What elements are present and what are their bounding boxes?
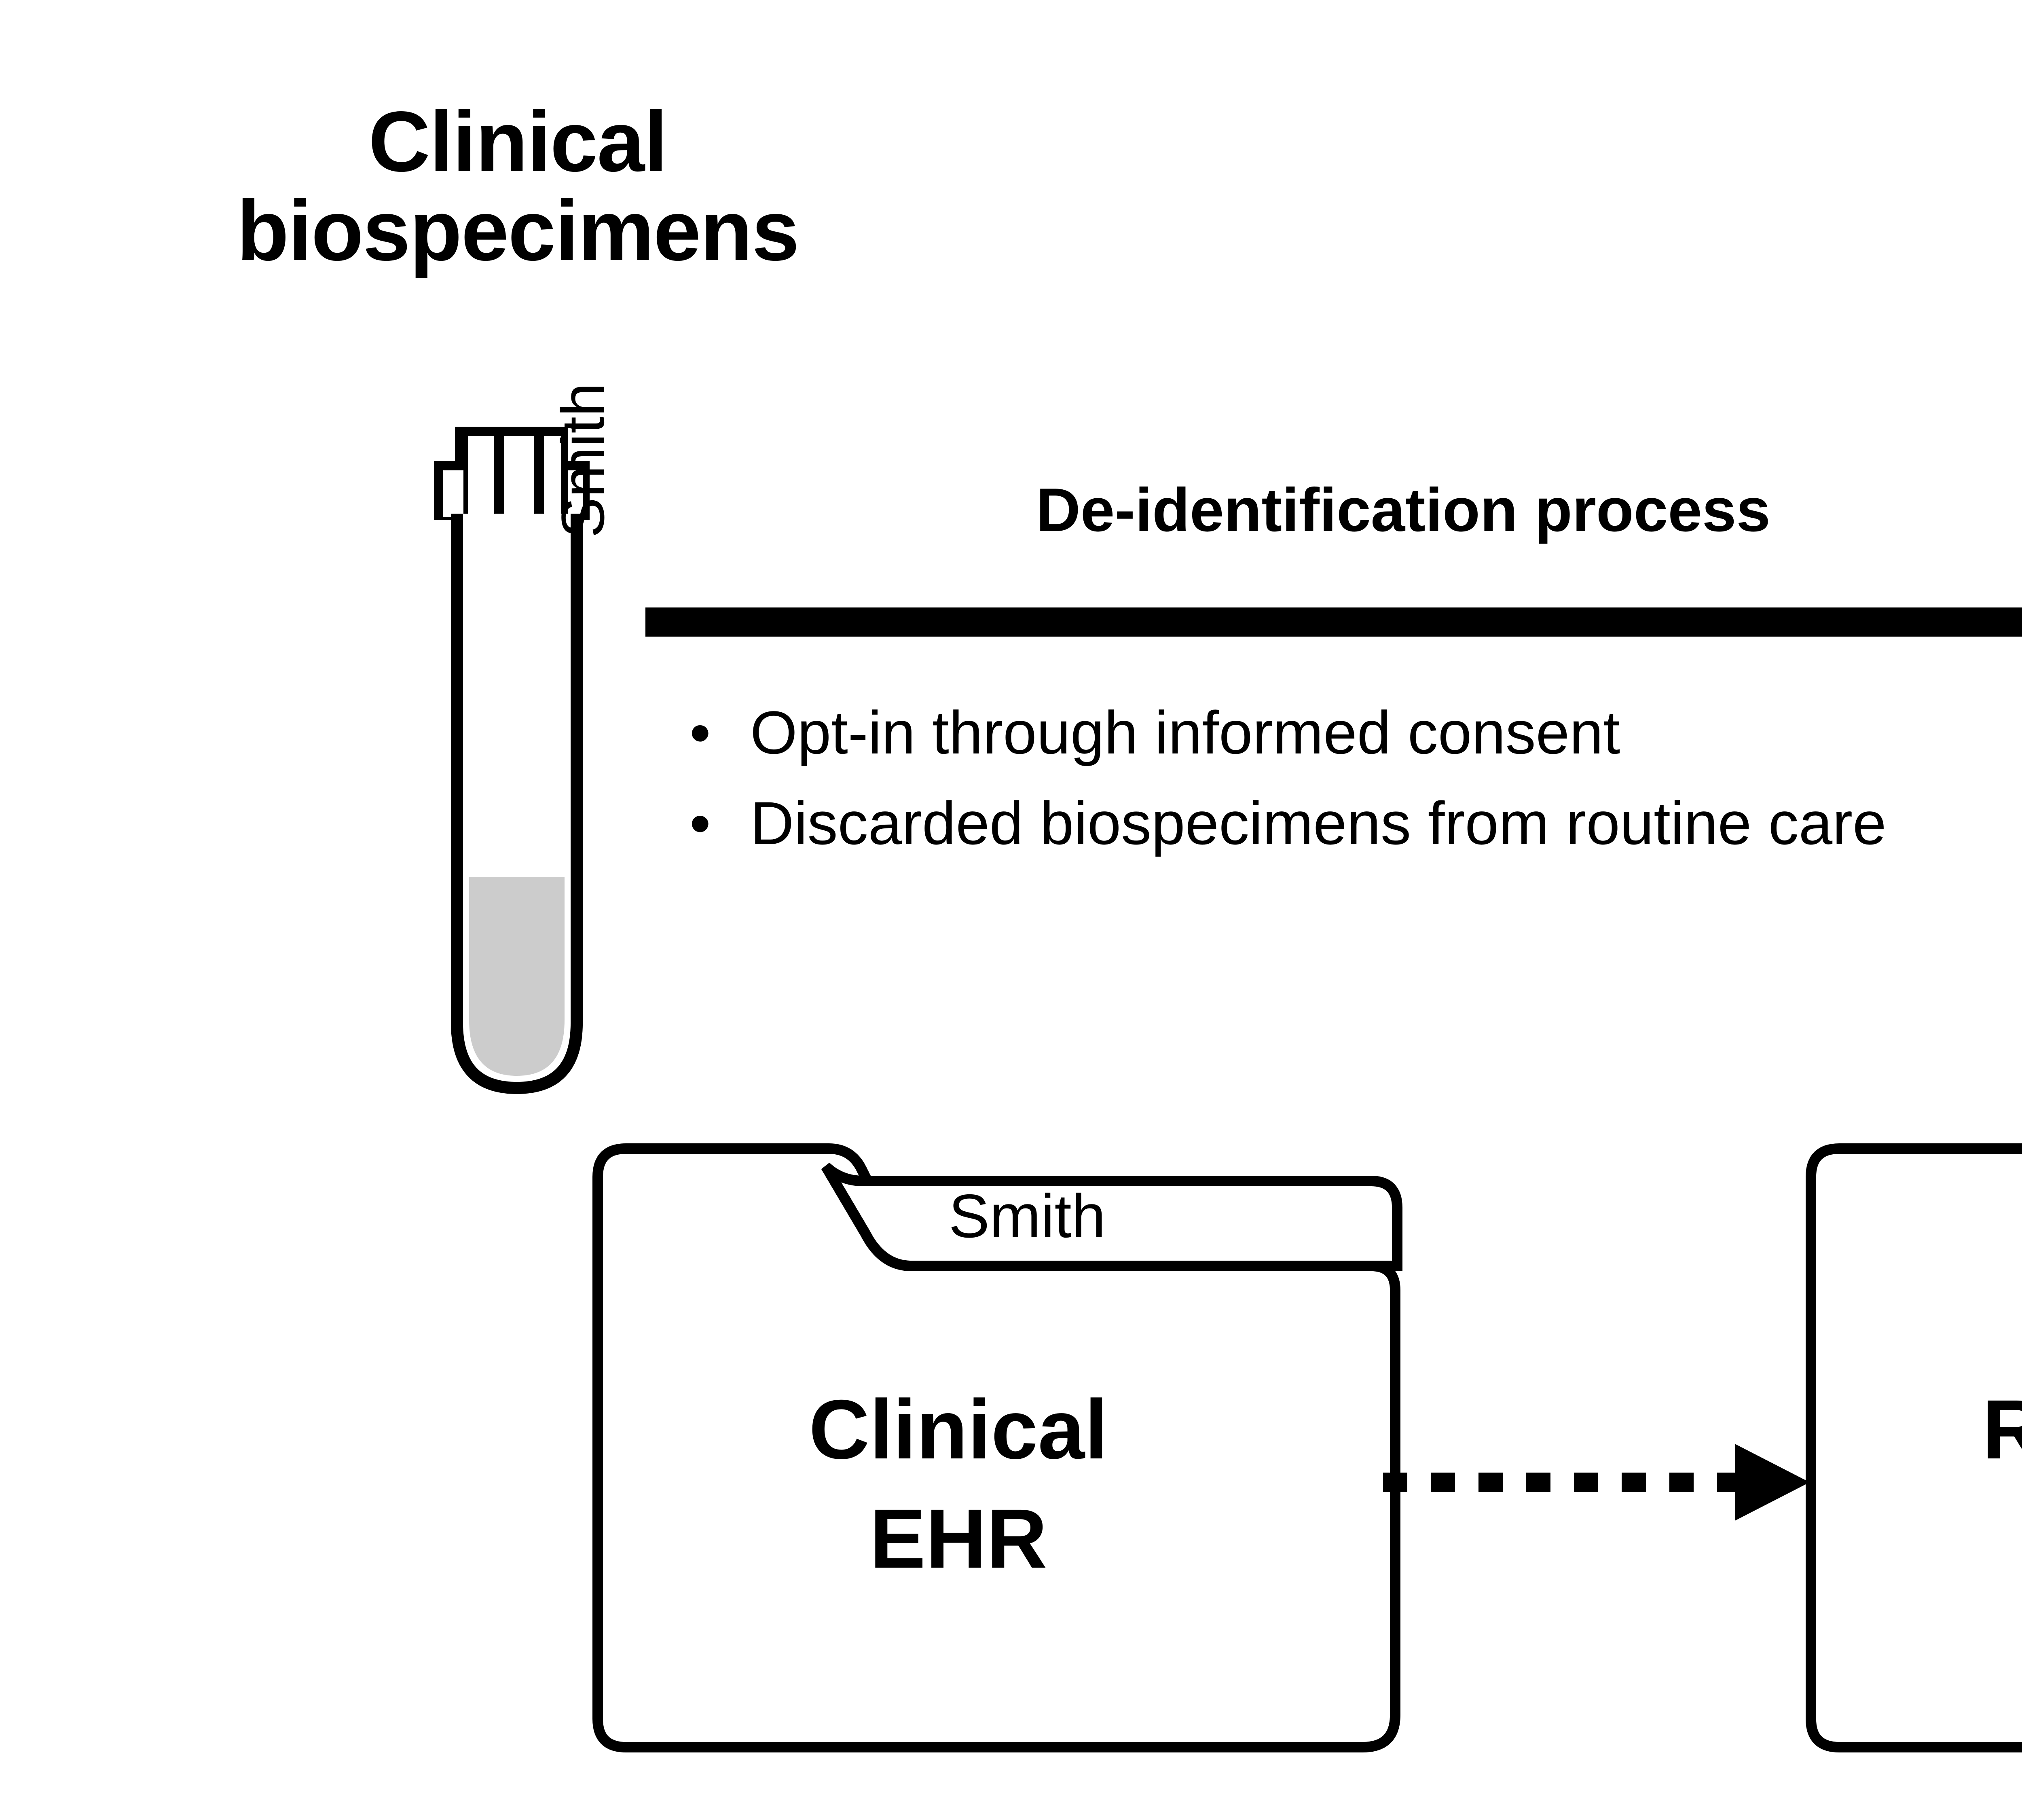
list-item-label: Opt-in through informed consent xyxy=(750,698,1620,766)
list-item: • Opt-in through informed consent xyxy=(690,688,2022,778)
deidentification-arrow xyxy=(645,607,2022,637)
bullet-marker-icon: • xyxy=(690,698,711,766)
clinical-folder-body-label: Clinical EHR xyxy=(809,1383,1108,1586)
research-folder-back xyxy=(1806,1143,2022,1752)
bullet-marker-icon: • xyxy=(690,789,711,857)
page-title-left-line2: biospecimens xyxy=(237,182,799,279)
clinical-folder-back xyxy=(592,1143,1400,1752)
list-item-label: Discarded biospecimens from routine care xyxy=(750,789,1887,857)
list-item: • Discarded biospecimens from routine car… xyxy=(690,778,2022,869)
process-bullet-list: • Opt-in through informed consent • Discar… xyxy=(690,688,2022,868)
clinical-ehr-folder xyxy=(592,1143,1402,1752)
left-tube-label: Smith xyxy=(549,383,617,538)
left-tube-contents xyxy=(469,877,565,1076)
research-ehr-folder xyxy=(1806,1143,2022,1752)
left-specimen-tube xyxy=(434,427,590,1094)
clinical-folder-tab xyxy=(821,1162,1402,1271)
process-label: De-identification process xyxy=(1036,476,1770,544)
page-title-left-line1: Clinical xyxy=(368,93,668,189)
research-folder-body-label: Research EHR xyxy=(1982,1383,2022,1477)
clinical-folder-tab-label: Smith xyxy=(948,1182,1106,1251)
ehr-link-arrow xyxy=(1383,1444,1810,1521)
